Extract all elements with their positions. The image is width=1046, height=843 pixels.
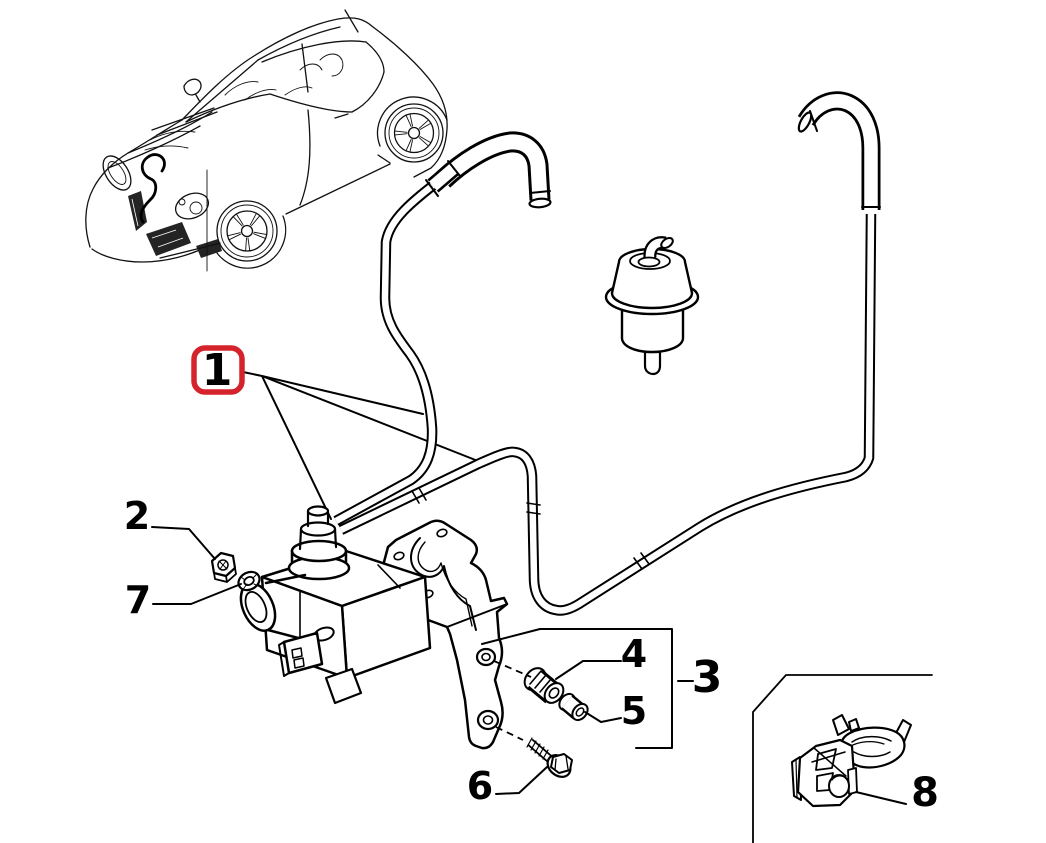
- spacer-bushing: [558, 692, 589, 722]
- hose-left: [425, 131, 552, 209]
- rear-wheel: [384, 103, 444, 163]
- callout-5-label[interactable]: 5: [621, 689, 647, 733]
- callout-1-label[interactable]: 1: [202, 345, 233, 396]
- callout-7-leader: [152, 583, 242, 605]
- hex-nut: [210, 551, 237, 583]
- alignment-dash-upper: [493, 660, 532, 678]
- callout-1-leaders: [242, 371, 479, 520]
- callout-6-leader: [495, 766, 548, 795]
- vapor-canister: [604, 236, 700, 376]
- callout-8-label[interactable]: 8: [911, 770, 939, 816]
- callout-4-label[interactable]: 4: [621, 632, 647, 676]
- washer: [237, 570, 261, 592]
- ribbed-ferrule: [523, 667, 565, 704]
- headlight-right: [174, 192, 210, 220]
- bracket-grommet-lower: [476, 709, 500, 731]
- callout-2-label[interactable]: 2: [124, 494, 150, 538]
- front-wheel: [216, 200, 278, 262]
- callout-5-leader: [584, 711, 622, 723]
- inset-corner: [752, 674, 933, 843]
- lower-grille: [146, 222, 191, 256]
- solenoid-valve: [239, 505, 432, 705]
- callout-2-leader: [151, 526, 216, 560]
- hose-right: [797, 91, 881, 210]
- hose-location-highlight: [139, 153, 166, 224]
- flange-bolt: [526, 737, 573, 778]
- valve-connector: [278, 631, 324, 677]
- callout-3-bracket: [481, 628, 673, 749]
- side-mirror: [183, 78, 202, 103]
- callout-1-box[interactable]: [191, 345, 245, 395]
- callout-4-leader: [555, 660, 622, 680]
- headlight-left: [102, 155, 132, 191]
- callout-7-label[interactable]: 7: [125, 578, 151, 622]
- hose-assembly: [333, 91, 881, 616]
- bracket-grommet-upper: [475, 647, 497, 667]
- alignment-dash-lower: [495, 726, 524, 741]
- grille-shield: [128, 191, 147, 231]
- vehicle-illustration: [85, 9, 448, 272]
- callout-3-label[interactable]: 3: [692, 652, 723, 703]
- callouts: 1 2 7 4 5 6 3 8: [124, 345, 939, 816]
- valve-inlet-port: [306, 505, 330, 517]
- antenna: [344, 9, 359, 33]
- callout-6-label[interactable]: 6: [467, 764, 493, 808]
- callout-8-leader: [855, 791, 907, 805]
- pipe-clip: [791, 714, 912, 808]
